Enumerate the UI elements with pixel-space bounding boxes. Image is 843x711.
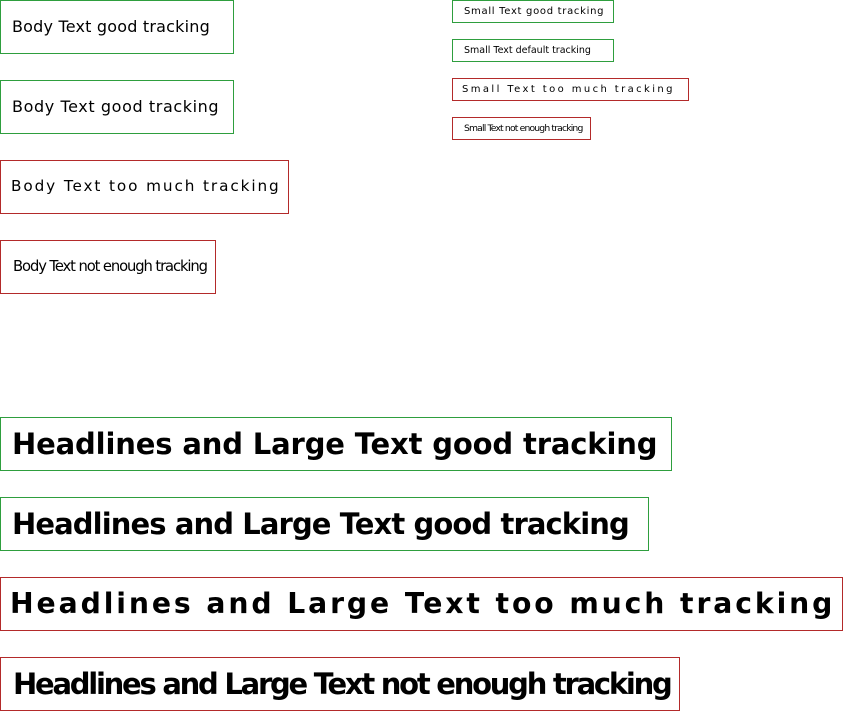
body-text-good-tracking-sample-1: Body Text good tracking <box>0 0 234 54</box>
body-text-too-much-tracking-label: Body Text too much tracking <box>11 177 281 196</box>
headline-too-much-tracking-sample: Headlines and Large Text too much tracki… <box>0 577 843 631</box>
small-text-good-tracking-label: Small Text good tracking <box>464 5 605 17</box>
body-text-not-enough-tracking-sample: Body Text not enough tracking <box>0 240 216 294</box>
body-text-not-enough-tracking-label: Body Text not enough tracking <box>13 257 208 275</box>
small-text-not-enough-tracking-sample: Small Text not enough tracking <box>452 117 591 140</box>
headline-not-enough-tracking-sample: Headlines and Large Text not enough trac… <box>0 657 680 711</box>
small-text-default-tracking-label: Small Text default tracking <box>464 44 591 56</box>
body-text-too-much-tracking-sample: Body Text too much tracking <box>0 160 289 214</box>
headline-good-tracking-label-2: Headlines and Large Text good tracking <box>12 506 630 541</box>
headline-good-tracking-sample-2: Headlines and Large Text good tracking <box>0 497 649 551</box>
small-text-good-tracking-sample: Small Text good tracking <box>452 0 614 23</box>
headline-good-tracking-sample-1: Headlines and Large Text good tracking <box>0 417 672 471</box>
small-text-too-much-tracking-sample: Small Text too much tracking <box>452 78 689 101</box>
headline-not-enough-tracking-label: Headlines and Large Text not enough trac… <box>13 666 673 701</box>
small-text-default-tracking-sample: Small Text default tracking <box>452 39 614 62</box>
body-text-good-tracking-label-2: Body Text good tracking <box>12 97 220 116</box>
small-text-not-enough-tracking-label: Small Text not enough tracking <box>464 122 583 134</box>
headline-too-much-tracking-label: Headlines and Large Text too much tracki… <box>10 586 836 620</box>
small-text-too-much-tracking-label: Small Text too much tracking <box>462 83 675 95</box>
body-text-good-tracking-sample-2: Body Text good tracking <box>0 80 234 134</box>
body-text-good-tracking-label-1: Body Text good tracking <box>12 17 210 36</box>
headline-good-tracking-label-1: Headlines and Large Text good tracking <box>12 426 658 461</box>
